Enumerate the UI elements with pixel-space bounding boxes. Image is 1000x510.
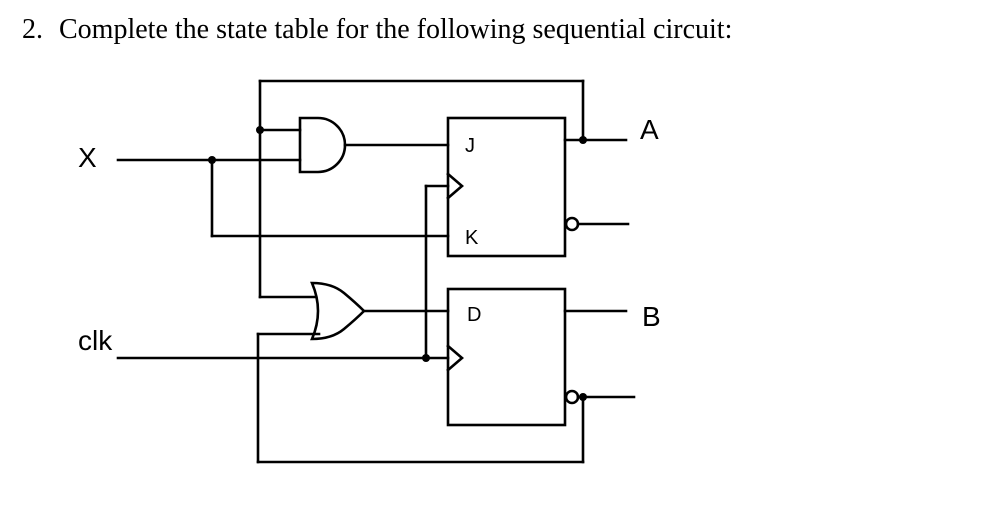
pin-k-label: K <box>465 227 479 249</box>
d-clock-triangle <box>446 344 464 372</box>
junction-dot <box>579 393 587 401</box>
pin-j-label: J <box>465 135 475 157</box>
input-x-label: X <box>78 142 97 173</box>
d-flip-flop <box>446 287 567 427</box>
d-qbar-bubble <box>564 389 580 405</box>
jk-flip-flop <box>446 116 567 258</box>
output-b-label: B <box>642 301 661 332</box>
jk-clock-triangle <box>446 172 464 200</box>
junction-dot <box>422 354 430 362</box>
input-clk-label: clk <box>78 325 113 356</box>
junction-dot <box>256 126 264 134</box>
question-text: Complete the state table for the followi… <box>59 14 733 45</box>
output-a-label: A <box>640 114 659 145</box>
pin-d-label: D <box>467 304 481 326</box>
and-gate <box>298 116 347 174</box>
or-gate <box>310 281 366 341</box>
question-heading: 2. Complete the state table for the follo… <box>22 14 732 46</box>
question-number: 2. <box>22 14 43 45</box>
junction-dot <box>579 136 587 144</box>
junction-dot <box>208 156 216 164</box>
jk-qbar-bubble <box>564 216 580 232</box>
